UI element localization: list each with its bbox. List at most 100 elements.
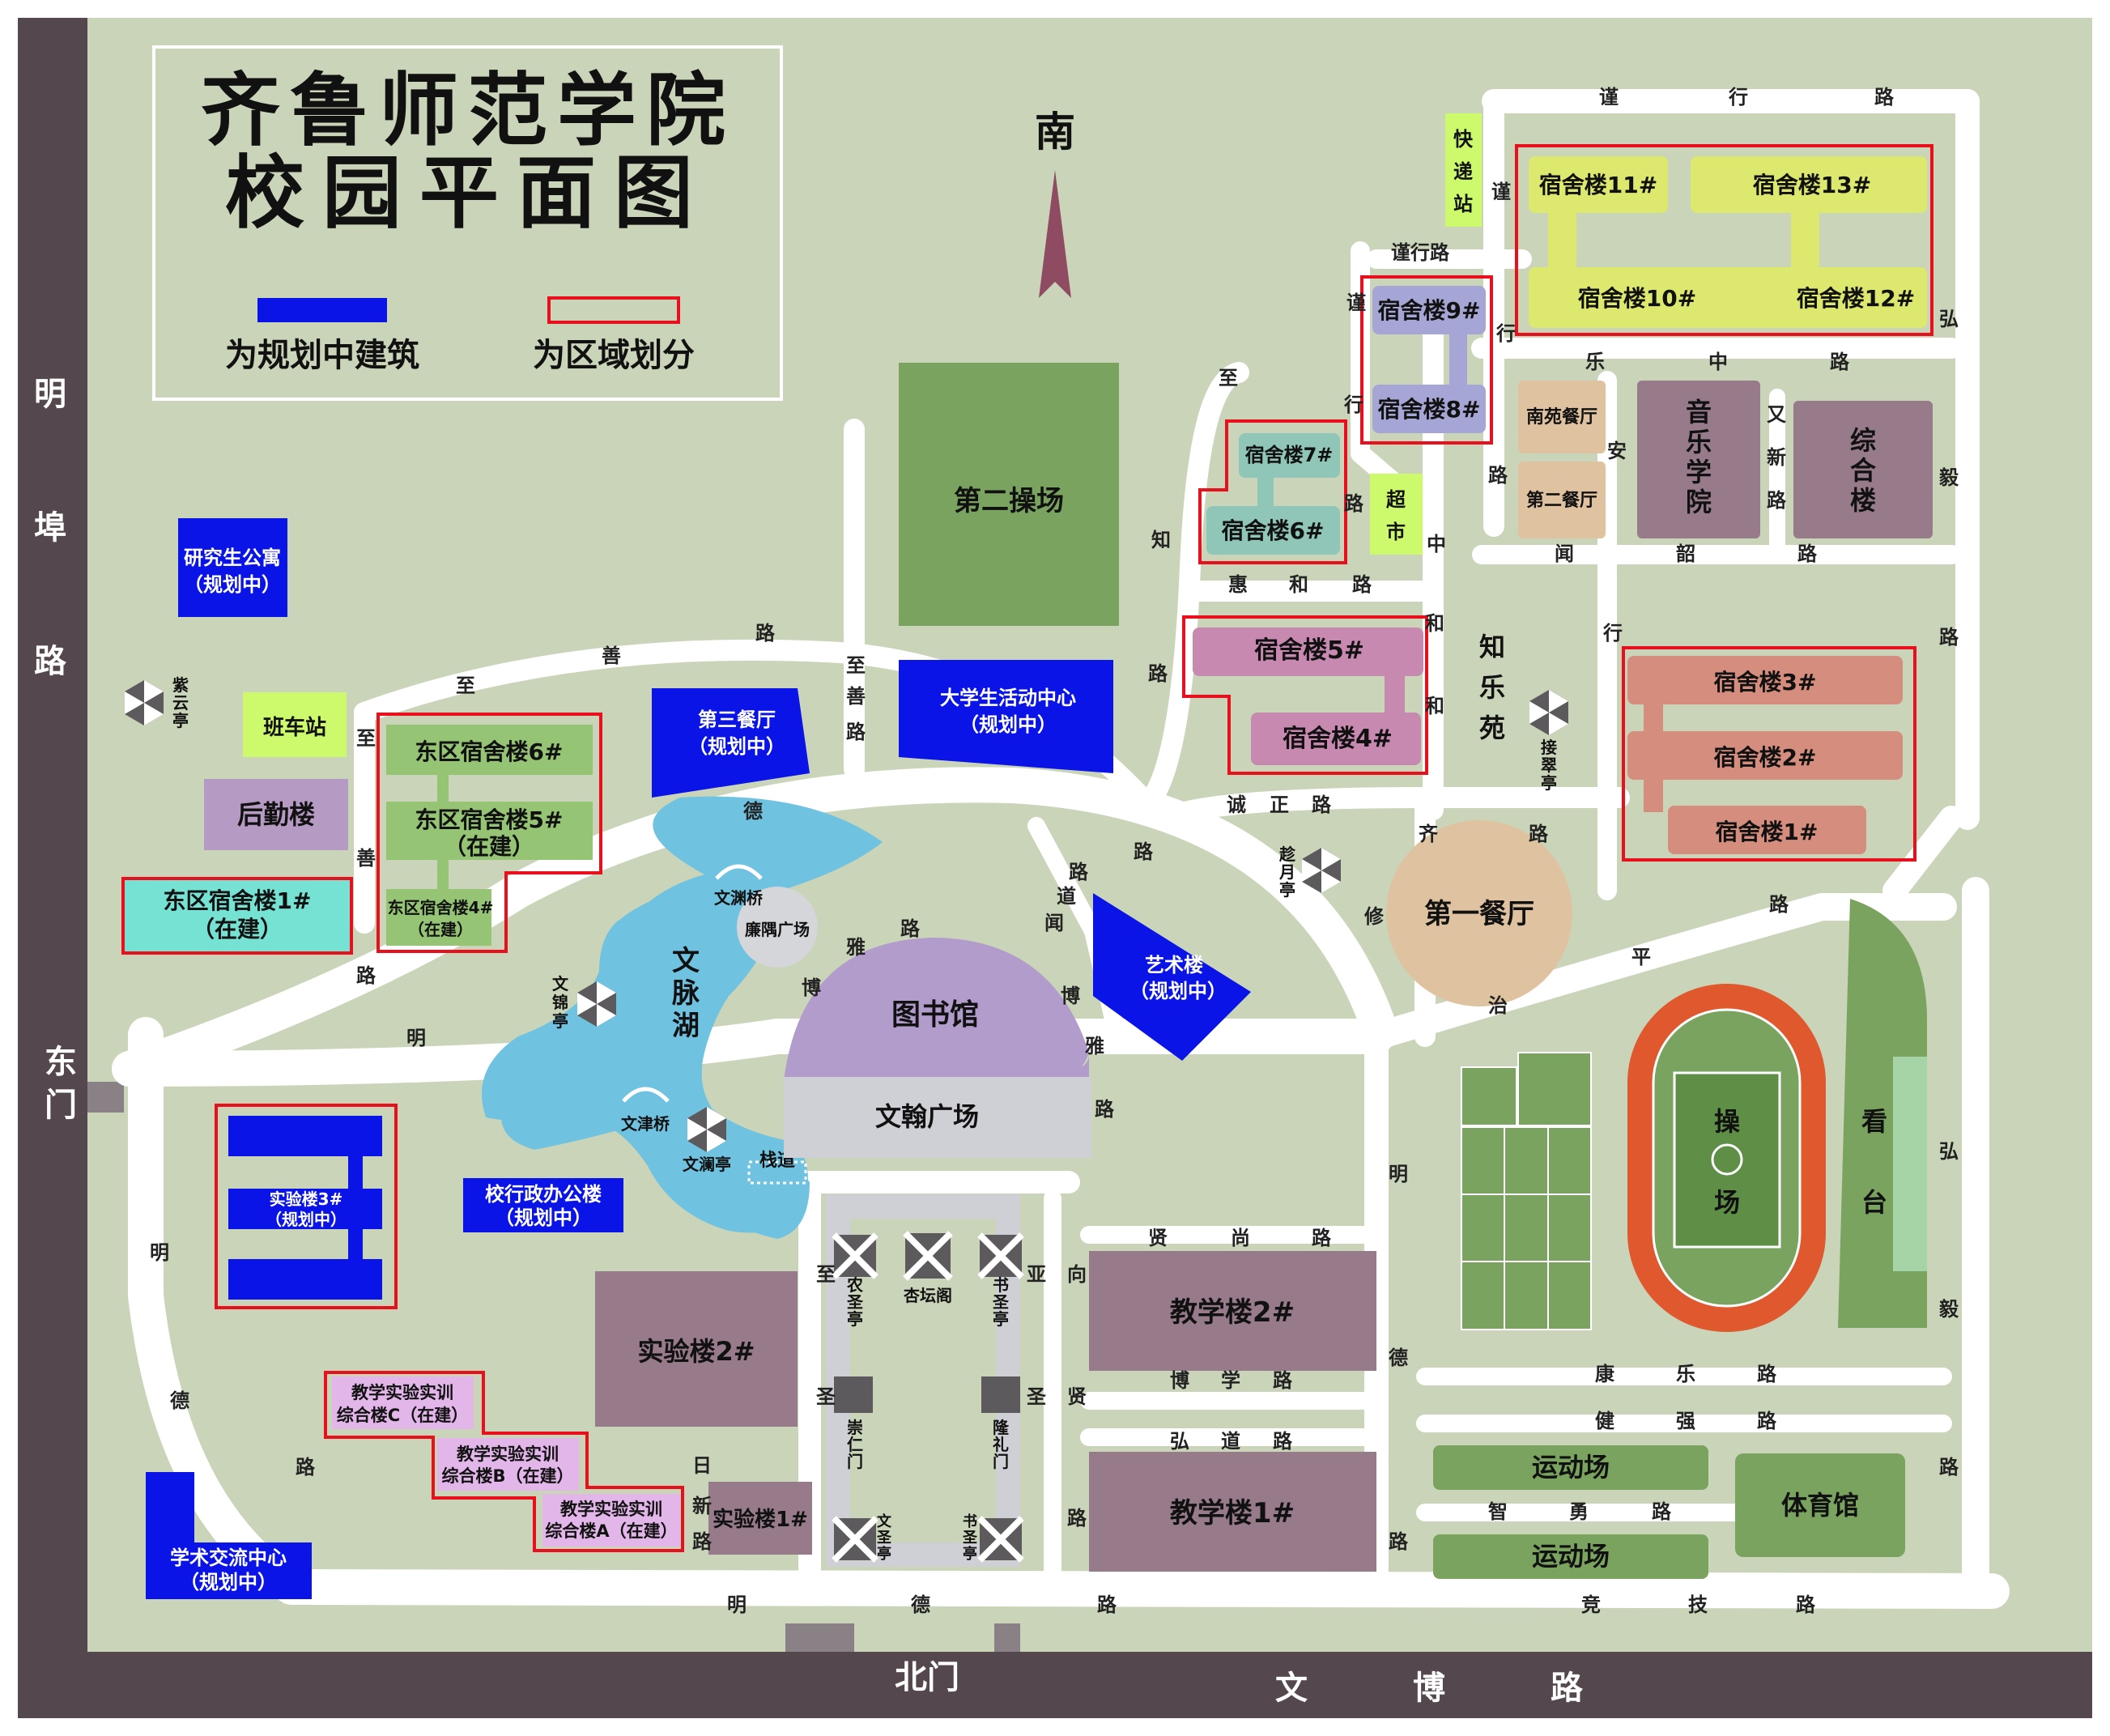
dorm4-label: 宿舍楼4# [1283, 725, 1393, 753]
road-boya-b-1: 博 [1061, 985, 1080, 1007]
dorm10-label: 宿舍楼10# [1578, 285, 1696, 312]
road-hongyi-2: 毅 [1938, 466, 1959, 489]
wenyuan-bridge-icon [715, 864, 763, 880]
logistics-building[interactable] [204, 779, 348, 850]
lab1-building[interactable] [708, 1482, 812, 1555]
wensheng-pavilion-icon [832, 1516, 878, 1563]
academic-center[interactable] [146, 1472, 312, 1599]
quanyue-label-3: 亭 [1279, 880, 1295, 900]
outer-road-left-2: 埠 [34, 509, 66, 547]
nanyuan-canteen[interactable] [1518, 381, 1606, 453]
shusheng-label-3: 亭 [993, 1309, 1009, 1329]
canteen2[interactable] [1518, 462, 1606, 538]
admin-building[interactable] [463, 1178, 623, 1232]
academic-center-label-2: （规划中） [180, 1571, 277, 1593]
wenhan-square[interactable] [784, 1077, 1091, 1158]
quanyue-pavilion-icon [1302, 848, 1341, 893]
lake-label-3: 湖 [672, 1010, 700, 1042]
teaching-building-1[interactable] [1089, 1452, 1376, 1572]
road-zhixing-2: 行 [1343, 394, 1363, 416]
road-xianshang-2: 尚 [1231, 1227, 1250, 1249]
legend-planned-swatch [257, 298, 387, 322]
road-rixin-2: 新 [692, 1495, 712, 1517]
complex-building[interactable] [1793, 401, 1933, 538]
lab1-label: 实验楼1# [713, 1507, 808, 1532]
road-boxue-2: 学 [1221, 1369, 1240, 1392]
road-huihe-3: 路 [1352, 573, 1372, 596]
map-title-line2: 校园平面图 [225, 147, 711, 240]
road-mingde-2: 路 [1134, 840, 1154, 863]
sports-ground-2[interactable] [1433, 1534, 1708, 1579]
road-zhishan-l-1: 至 [356, 727, 376, 750]
bus-station-label: 班车站 [263, 715, 326, 740]
road-zhishan-l-2: 善 [356, 847, 376, 870]
canteen1[interactable] [1386, 820, 1572, 1006]
lab2-building[interactable] [595, 1271, 798, 1427]
stand-label-2: 台 [1861, 1187, 1887, 1218]
bus-station[interactable] [243, 692, 347, 757]
ziyun-label-1: 紫 [172, 675, 189, 695]
wenlan-pavilion-icon [687, 1107, 726, 1152]
road-jingji-3: 路 [1796, 1593, 1816, 1616]
grad-apartment[interactable] [178, 518, 287, 617]
complex-a-label-2: 综合楼A（在建） [545, 1521, 677, 1541]
shusheng-pavilion-icon [977, 1232, 1024, 1279]
road-wenshao-3: 路 [1797, 542, 1818, 565]
teaching1-label: 教学楼1# [1170, 1497, 1295, 1530]
wenjin-pav-label-1: 文 [552, 974, 569, 994]
road-qizhi-2: 路 [1529, 823, 1549, 845]
road-mingde-bottom-2: 德 [911, 1593, 930, 1616]
wensheng-label-1: 文 [877, 1513, 892, 1530]
east-dorm1[interactable] [121, 877, 353, 955]
road-ping-2: 路 [1769, 893, 1789, 916]
playground2[interactable] [899, 363, 1119, 626]
complex-b-label-2: 综合楼B（在建） [441, 1466, 573, 1486]
east-gate-road [87, 1082, 124, 1113]
road-boya-2: 雅 [846, 936, 866, 959]
bottom-road-2: 博 [1413, 1670, 1445, 1707]
express-station[interactable] [1445, 113, 1482, 227]
gym[interactable] [1735, 1453, 1905, 1557]
dorm2-label: 宿舍楼2# [1714, 744, 1817, 771]
complex-a-label-1: 教学实验实训 [560, 1500, 662, 1519]
canteen3[interactable] [652, 688, 810, 798]
zhandao-walkway [747, 1160, 807, 1185]
stands[interactable] [1893, 1057, 1927, 1271]
complex-c-label-1: 教学实验实训 [351, 1383, 453, 1402]
road-boxue-3: 路 [1273, 1369, 1293, 1392]
ziyun-label-2: 云 [172, 693, 189, 713]
sports1-label: 运动场 [1532, 1452, 1610, 1483]
dorm11-label: 宿舍楼11# [1539, 172, 1657, 198]
road-ping-1: 平 [1631, 946, 1651, 968]
road-mingde-left-2: 德 [170, 1389, 189, 1412]
wenjin-pav-label-3: 亭 [552, 1011, 568, 1031]
road-chengzheng-3: 路 [1312, 794, 1332, 816]
art-building[interactable] [1093, 893, 1251, 1061]
teaching-building-2[interactable] [1089, 1251, 1376, 1371]
nongsheng-label-3: 亭 [847, 1309, 863, 1329]
road-zhishan-l-3: 路 [356, 964, 376, 987]
road-mingde-left-1: 明 [150, 1241, 169, 1264]
library[interactable] [784, 938, 1089, 1117]
supermarket[interactable] [1370, 474, 1423, 555]
dorm6-label: 宿舍楼6# [1222, 517, 1325, 544]
road-hexing-1: 和 [1425, 695, 1444, 717]
compass-arrow [1039, 170, 1071, 298]
road-yasheng-1: 亚 [1027, 1263, 1046, 1286]
east-dorm6-label: 东区宿舍楼6# [415, 738, 564, 765]
sports-courts [1461, 1052, 1592, 1330]
student-center[interactable] [899, 660, 1113, 773]
lab3-building[interactable] [228, 1116, 382, 1300]
road-hongdao-1: 弘 [1170, 1430, 1189, 1453]
sports-ground-1[interactable] [1433, 1445, 1708, 1490]
express-label-2: 递 [1453, 160, 1473, 183]
jiecui-pavilion-icon [1529, 690, 1568, 735]
road-hongyi-b-1: 弘 [1939, 1140, 1959, 1163]
complex-c-label-2: 综合楼C（在建） [337, 1406, 468, 1425]
road-rixin-1: 日 [692, 1454, 712, 1477]
music-college[interactable] [1637, 381, 1760, 538]
lianyu-square[interactable] [737, 887, 818, 968]
outer-road-left-3: 路 [34, 643, 67, 680]
admin-label-1: 校行政办公楼 [485, 1183, 602, 1206]
road-labels: 谨 行 路 谨 谨行路 谨 行 路 弘 毅 路 弘 毅 路 乐 中 路 又 新 … [150, 86, 1959, 1616]
